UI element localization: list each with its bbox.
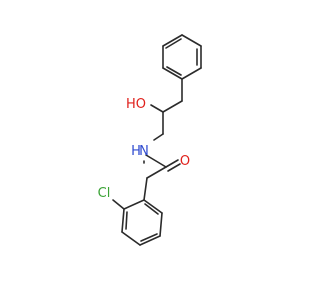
carbonyl-o-label: O	[180, 154, 190, 169]
bond-carbonyl-o-2	[167, 163, 181, 172]
bond-ph4-ph5	[181, 67, 202, 80]
bond-ar-inner-3	[144, 203, 159, 215]
bond-ar-inner-1	[125, 211, 128, 230]
bond-ar6-ar1	[143, 199, 163, 214]
bonds	[112, 34, 202, 246]
bond-ph1-ph2	[162, 34, 183, 47]
bond-ch2-choh	[162, 100, 183, 113]
amide-n-label: N	[139, 144, 149, 159]
bond-choh-oh	[150, 104, 164, 113]
bond-ar3-ar4	[121, 231, 141, 246]
bond-ar2-cl	[112, 199, 125, 210]
bond-ch2-n	[153, 133, 164, 141]
amide-h-label: H	[131, 144, 141, 159]
bond-carbonyl-o-1	[165, 159, 179, 168]
bond-n-carbonyl-main	[145, 154, 167, 168]
bond-ph-inner-2	[166, 66, 182, 76]
bond-ar5-ar6	[159, 212, 163, 237]
hydroxyl-label: HO	[126, 97, 146, 112]
bond-ch2-ar1	[143, 177, 148, 201]
bond-ar-inner-2	[140, 233, 158, 242]
bond-ar1-ar2	[123, 199, 145, 210]
bond-carbonyl-ch2	[146, 166, 167, 179]
chlorine-label: Cl	[98, 186, 111, 201]
bond-ph3-ph4	[162, 67, 183, 80]
bond-ph6-ph1	[181, 34, 202, 47]
bond-ar4-ar5	[139, 235, 161, 246]
molecule-structure: HO N H O Cl	[98, 34, 202, 246]
bond-ph-inner-1	[165, 38, 182, 49]
bond-ar2-ar3	[121, 208, 125, 233]
